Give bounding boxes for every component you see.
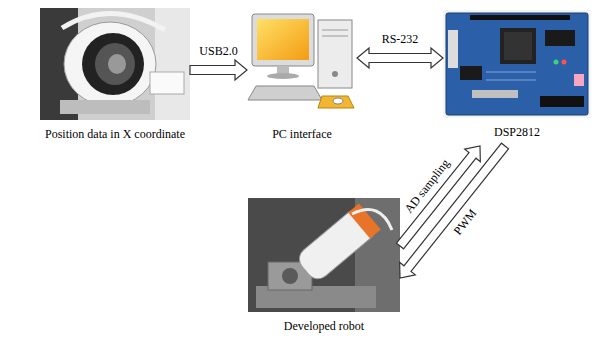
hollow-arrow [400,143,509,278]
pc-picture [247,8,357,120]
edge-label: RS-232 [380,32,421,46]
pc-node: PC interface [247,8,357,148]
edge-label: AD sampling [401,155,454,217]
node-caption: Developed robot [284,318,364,334]
node-caption: PC interface [272,126,332,142]
node-caption: DSP2812 [494,124,540,140]
sensor-photo [40,8,190,120]
hollow-arrow [357,48,443,68]
dsp-board-node: DSP2812 [443,10,591,146]
robot-photo [248,198,400,312]
robot-node: Developed robot [248,198,400,340]
dsp-board-photo [443,10,591,118]
edge-label: USB2.0 [197,44,239,58]
hollow-arrow [190,60,247,80]
sensor-node: Position data in X coordinate [40,8,190,148]
edge-label: PWM [450,205,481,239]
node-caption: Position data in X coordinate [45,126,185,142]
